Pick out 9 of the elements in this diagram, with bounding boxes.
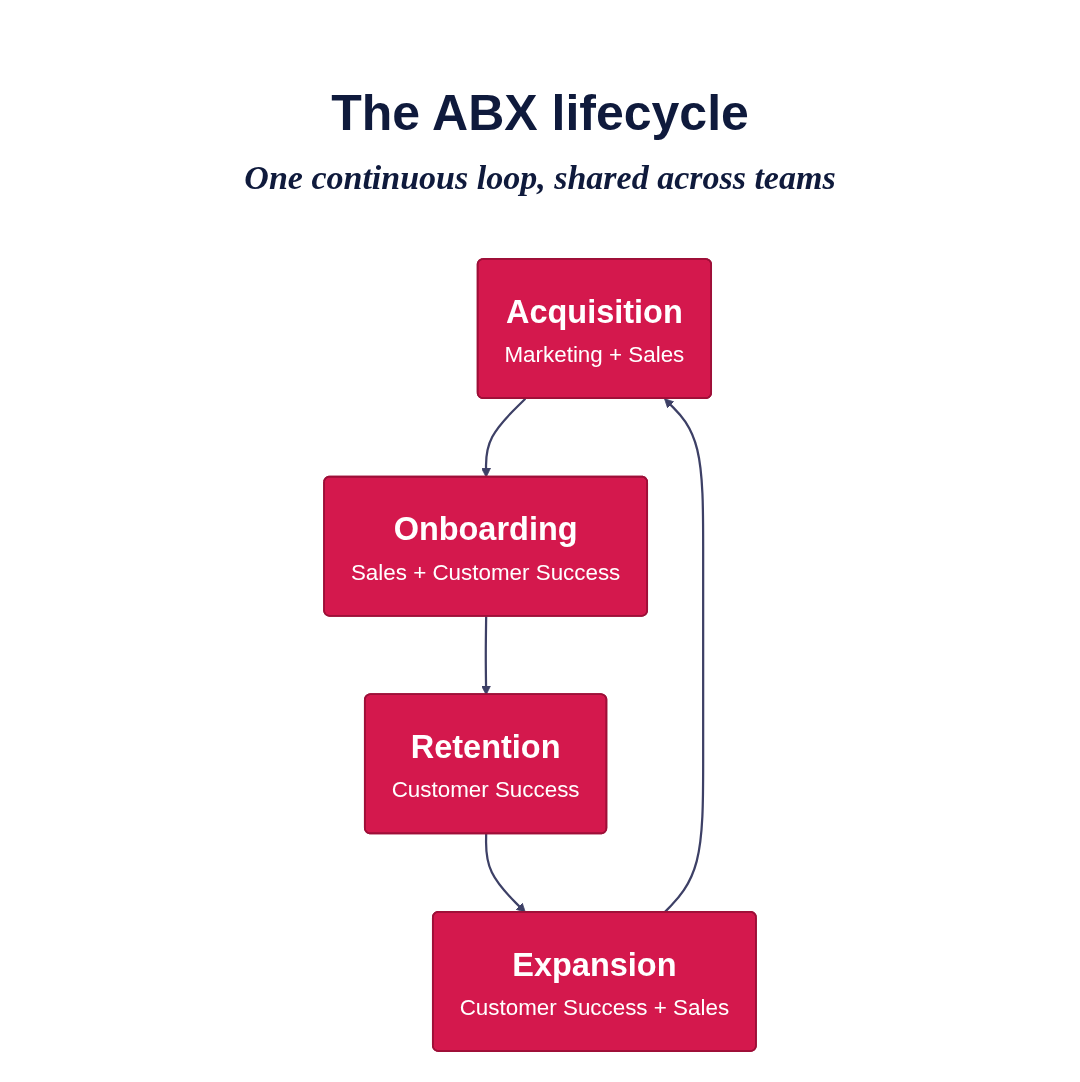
stage-box: Expansion Customer Success + Sales <box>432 910 757 1052</box>
arrow <box>481 616 491 696</box>
stage-box: Acquisition Marketing + Sales <box>476 258 712 400</box>
arrow <box>484 833 526 913</box>
subtitle-text: One continuous loop, shared across teams <box>244 159 836 197</box>
diagram-title: The ABX lifecycle <box>331 86 749 141</box>
stage-box: Onboarding Sales + Customer Success <box>323 475 648 617</box>
stage-box: Retention Customer Success <box>363 693 608 835</box>
arrow <box>481 397 527 478</box>
